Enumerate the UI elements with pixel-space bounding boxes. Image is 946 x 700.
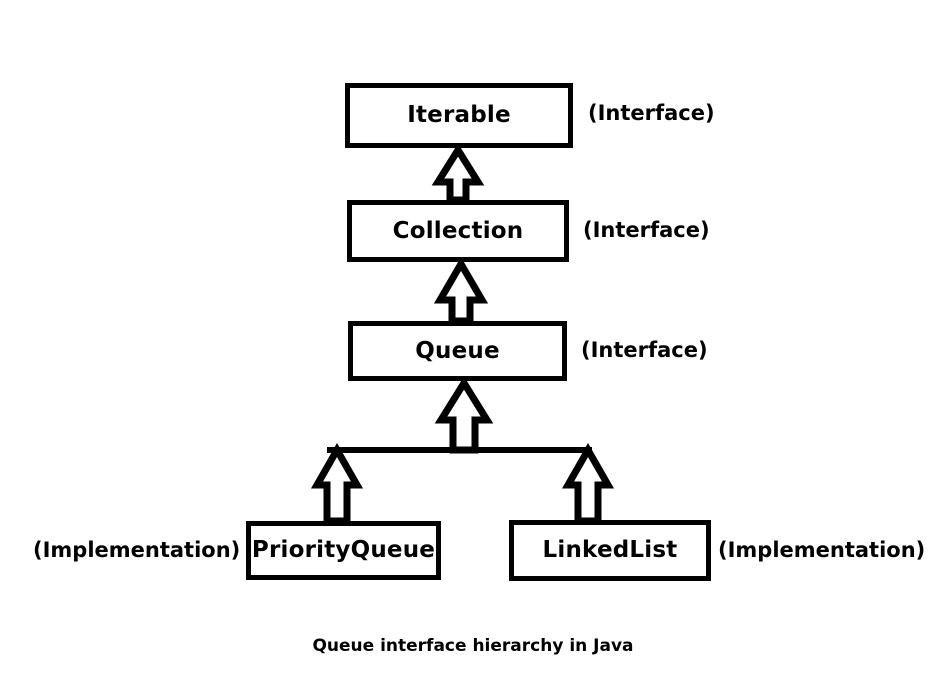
node-linkedlist-label: LinkedList: [542, 537, 678, 563]
node-linkedlist[interactable]: LinkedList: [509, 520, 711, 581]
node-iterable-label: Iterable: [407, 102, 511, 128]
node-queue-label: Queue: [415, 337, 500, 364]
annotation-collection: (Interface): [583, 218, 710, 242]
annotation-queue: (Interface): [581, 338, 708, 362]
node-priorityqueue-label: PriorityQueue: [251, 537, 436, 563]
arrow-queue-to-collection: [433, 257, 489, 325]
annotation-linkedlist: (Implementation): [718, 538, 926, 562]
node-queue[interactable]: Queue: [348, 321, 567, 381]
node-iterable[interactable]: Iterable: [345, 83, 573, 148]
arrow-split-bar-to-queue: [434, 376, 494, 454]
node-collection[interactable]: Collection: [347, 200, 569, 262]
arrow-linkedlist-to-queue: [561, 442, 615, 525]
diagram-caption: Queue interface hierarchy in Java: [312, 636, 634, 656]
split-bar: [327, 447, 592, 453]
annotation-priorityqueue: (Implementation): [33, 538, 241, 562]
arrow-collection-to-iterable: [431, 143, 485, 204]
node-collection-label: Collection: [392, 217, 524, 244]
arrow-priorityqueue-to-queue: [310, 442, 364, 525]
annotation-iterable: (Interface): [588, 101, 715, 125]
node-priorityqueue[interactable]: PriorityQueue: [246, 521, 441, 580]
